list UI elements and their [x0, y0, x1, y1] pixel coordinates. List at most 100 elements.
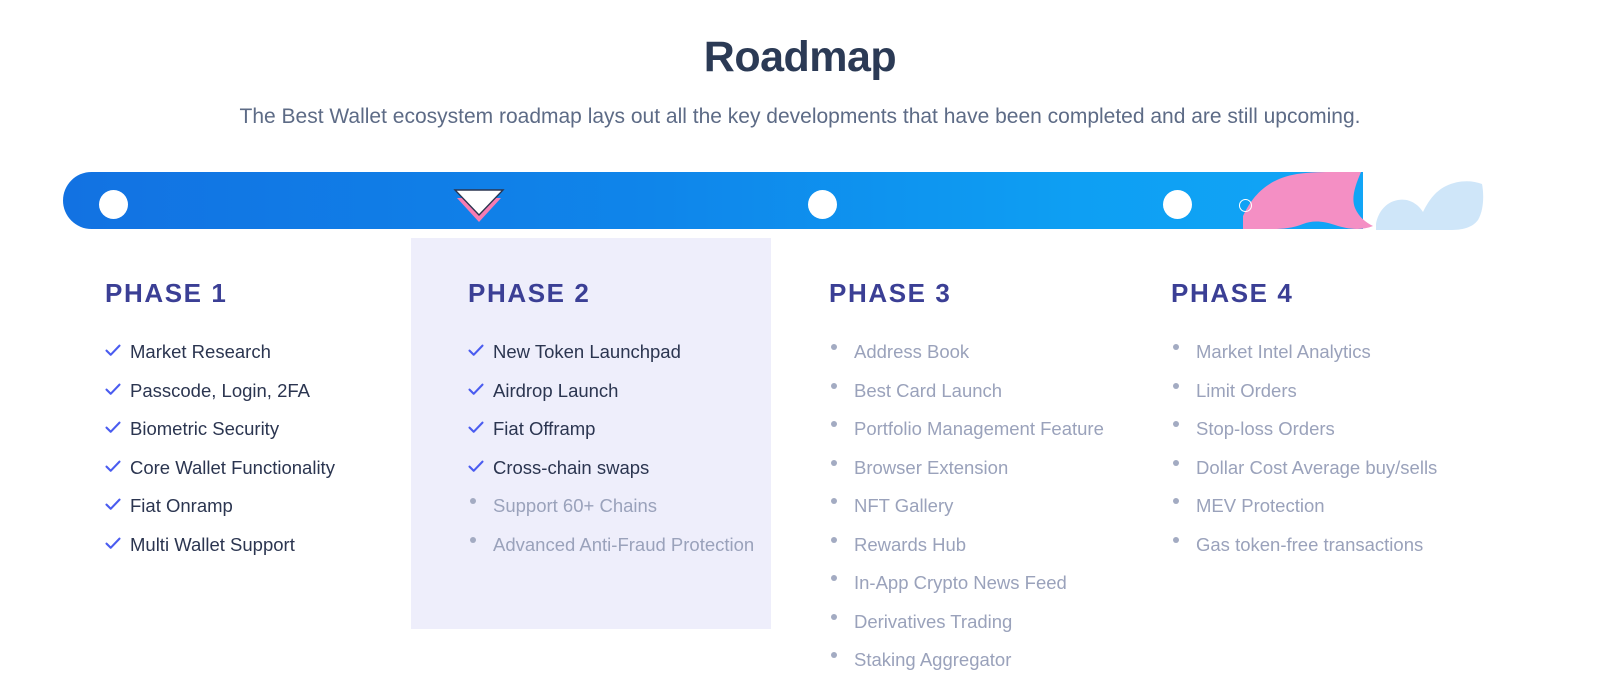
list-item: New Token Launchpad	[468, 333, 771, 372]
list-item-label: Airdrop Launch	[493, 379, 619, 401]
list-item: Address Book	[829, 333, 1133, 372]
list-item: Staking Aggregator	[829, 641, 1133, 680]
bullet-dot-icon	[1171, 382, 1196, 389]
list-item: Gas token-free transactions	[1171, 526, 1493, 565]
check-icon	[105, 382, 130, 396]
list-item: Portfolio Management Feature	[829, 410, 1133, 449]
list-item-label: Best Card Launch	[854, 379, 1003, 401]
list-item: Airdrop Launch	[468, 372, 771, 411]
list-item-label: Advanced Anti-Fraud Protection	[493, 533, 755, 555]
check-icon	[105, 459, 130, 473]
list-item-label: Address Book	[854, 341, 970, 362]
phase-1-marker-dot[interactable]	[99, 190, 128, 219]
page-title: Roadmap	[703, 33, 897, 81]
bullet-dot-icon	[829, 497, 854, 504]
roadmap-header: Roadmap The Best Wallet ecosystem roadma…	[0, 0, 1600, 131]
phase-4-title: PHASE 4	[1171, 278, 1294, 308]
list-item-label: Cross-chain swaps	[493, 456, 650, 478]
phase-3-list: Address Book Best Card Launch Portfolio …	[829, 309, 1133, 680]
phase-2-list: New Token Launchpad Airdrop Launch Fiat …	[468, 309, 771, 564]
phase-columns: PHASE 1 Market Research Passcode, Login,…	[0, 238, 1600, 669]
bullet-dot-icon	[829, 651, 854, 658]
list-item-label: In-App Crypto News Feed	[854, 572, 1067, 593]
page-subtitle: The Best Wallet ecosystem roadmap lays o…	[239, 105, 1361, 129]
bullet-dot-icon	[829, 459, 854, 466]
check-icon	[105, 536, 130, 550]
timeline-progress-bar	[63, 172, 1363, 229]
list-item-label: NFT Gallery	[854, 495, 954, 516]
list-item: Passcode, Login, 2FA	[105, 372, 411, 411]
phase-column-2: PHASE 2 New Token Launchpad Airdrop Laun…	[411, 238, 771, 629]
list-item-label: Fiat Offramp	[493, 418, 596, 439]
list-item-label: Stop-loss Orders	[1196, 418, 1335, 439]
phase-2-title: PHASE 2	[468, 278, 591, 308]
timeline-markers-clip	[63, 172, 1363, 229]
check-icon	[105, 497, 130, 511]
bullet-dot-icon	[468, 497, 493, 504]
check-icon	[468, 343, 493, 357]
list-item: Dollar Cost Average buy/sells	[1171, 449, 1493, 488]
cloud-decoration	[1376, 181, 1484, 230]
list-item: In-App Crypto News Feed	[829, 564, 1133, 603]
list-item-label: Portfolio Management Feature	[854, 418, 1104, 439]
list-item: Rewards Hub	[829, 526, 1133, 565]
list-item: Market Research	[105, 333, 411, 372]
list-item: NFT Gallery	[829, 487, 1133, 526]
phase-4-list: Market Intel Analytics Limit Orders Stop…	[1171, 309, 1493, 564]
list-item-label: Gas token-free transactions	[1196, 533, 1424, 555]
list-item: Fiat Onramp	[105, 487, 411, 526]
bullet-dot-icon	[1171, 536, 1196, 543]
bullet-dot-icon	[1171, 459, 1196, 466]
bullet-dot-icon	[829, 420, 854, 427]
list-item: MEV Protection	[1171, 487, 1493, 526]
phase-column-3: PHASE 3 Address Book Best Card Launch Po…	[771, 238, 1133, 669]
list-item-label: Rewards Hub	[854, 533, 967, 555]
chevron-down-icon[interactable]	[450, 182, 508, 226]
list-item: Core Wallet Functionality	[105, 449, 411, 488]
list-item-label: New Token Launchpad	[493, 341, 681, 362]
list-item-label: Staking Aggregator	[854, 649, 1012, 670]
list-item: Fiat Offramp	[468, 410, 771, 449]
list-item-label: Core Wallet Functionality	[130, 456, 335, 478]
list-item: Multi Wallet Support	[105, 526, 411, 565]
phase-1-list: Market Research Passcode, Login, 2FA Bio…	[105, 309, 411, 564]
check-icon	[468, 420, 493, 434]
bullet-dot-icon	[829, 536, 854, 543]
list-item-label: Derivatives Trading	[854, 610, 1013, 632]
bullet-dot-icon	[1171, 420, 1196, 427]
list-item-label: Browser Extension	[854, 456, 1009, 478]
phase-1-title: PHASE 1	[105, 278, 228, 308]
check-icon	[105, 420, 130, 434]
bullet-dot-icon	[829, 613, 854, 620]
list-item: Market Intel Analytics	[1171, 333, 1493, 372]
list-item: Cross-chain swaps	[468, 449, 771, 488]
left-spacer	[0, 238, 63, 629]
list-item-label: Biometric Security	[130, 418, 280, 439]
bullet-dot-icon	[1171, 343, 1196, 350]
list-item-label: Limit Orders	[1196, 379, 1297, 401]
bullet-dot-icon	[1171, 497, 1196, 504]
list-item: Support 60+ Chains	[468, 487, 771, 526]
phase-4-marker-dot[interactable]	[1163, 190, 1192, 219]
list-item-label: Dollar Cost Average buy/sells	[1196, 456, 1438, 478]
pink-blob-decoration	[1243, 172, 1373, 229]
list-item: Derivatives Trading	[829, 603, 1133, 642]
list-item: Best Card Launch	[829, 372, 1133, 411]
list-item: Browser Extension	[829, 449, 1133, 488]
list-item: Biometric Security	[105, 410, 411, 449]
list-item: Stop-loss Orders	[1171, 410, 1493, 449]
bullet-dot-icon	[829, 382, 854, 389]
list-item-label: Market Intel Analytics	[1196, 341, 1371, 362]
list-item-label: Market Research	[130, 341, 271, 362]
future-marker-ring[interactable]	[1239, 199, 1252, 212]
list-item-label: Support 60+ Chains	[493, 495, 658, 516]
phase-3-marker-dot[interactable]	[808, 190, 837, 219]
phase-3-title: PHASE 3	[829, 278, 952, 308]
phase-column-1: PHASE 1 Market Research Passcode, Login,…	[63, 238, 411, 629]
bullet-dot-icon	[468, 536, 493, 543]
list-item-label: Passcode, Login, 2FA	[130, 379, 310, 401]
check-icon	[468, 459, 493, 473]
list-item: Advanced Anti-Fraud Protection	[468, 526, 771, 565]
list-item-label: Multi Wallet Support	[130, 533, 295, 555]
check-icon	[468, 382, 493, 396]
